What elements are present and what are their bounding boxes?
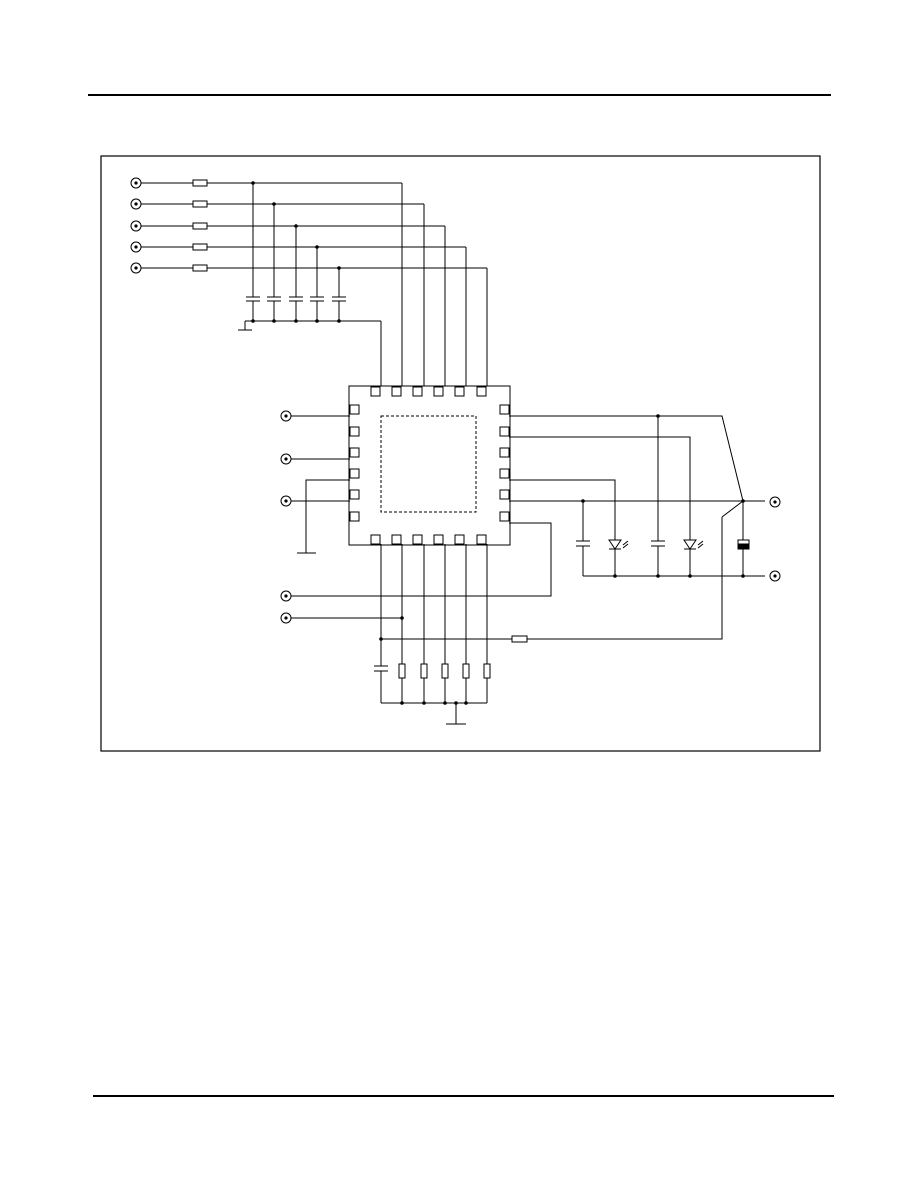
resistor-r4 — [192, 243, 208, 251]
ic-package — [348, 385, 511, 546]
filter-capacitor-bank — [238, 181, 382, 387]
led-1-icon — [608, 539, 622, 550]
terminal-2-center — [134, 202, 138, 206]
terminal-4-center — [134, 245, 138, 249]
resistor-r5 — [192, 264, 208, 272]
resistor-r3 — [192, 222, 208, 230]
resistor-r6 — [398, 663, 406, 679]
left-terminal-group — [280, 410, 552, 624]
output-network — [509, 414, 781, 582]
schematic-frame — [100, 155, 821, 752]
resistor-r10 — [483, 663, 491, 679]
resistor-r8 — [441, 663, 449, 679]
resistor-r1 — [192, 179, 208, 187]
header-rule — [88, 94, 831, 96]
resistor-r7 — [420, 663, 428, 679]
input-terminal-group — [130, 177, 488, 387]
terminal-5-center — [134, 266, 138, 270]
footer-rule — [93, 1095, 834, 1097]
ic-body — [348, 385, 511, 546]
resistor-r2 — [192, 200, 208, 208]
electrolytic-capacitor — [737, 544, 750, 550]
exposed-pad — [380, 415, 477, 513]
resistor-r9 — [462, 663, 470, 679]
terminal-3-center — [134, 224, 138, 228]
led-2-icon — [683, 539, 697, 550]
resistor-r11 — [511, 635, 528, 643]
bottom-resistor-network — [374, 517, 723, 725]
terminal-1-center — [134, 181, 138, 185]
